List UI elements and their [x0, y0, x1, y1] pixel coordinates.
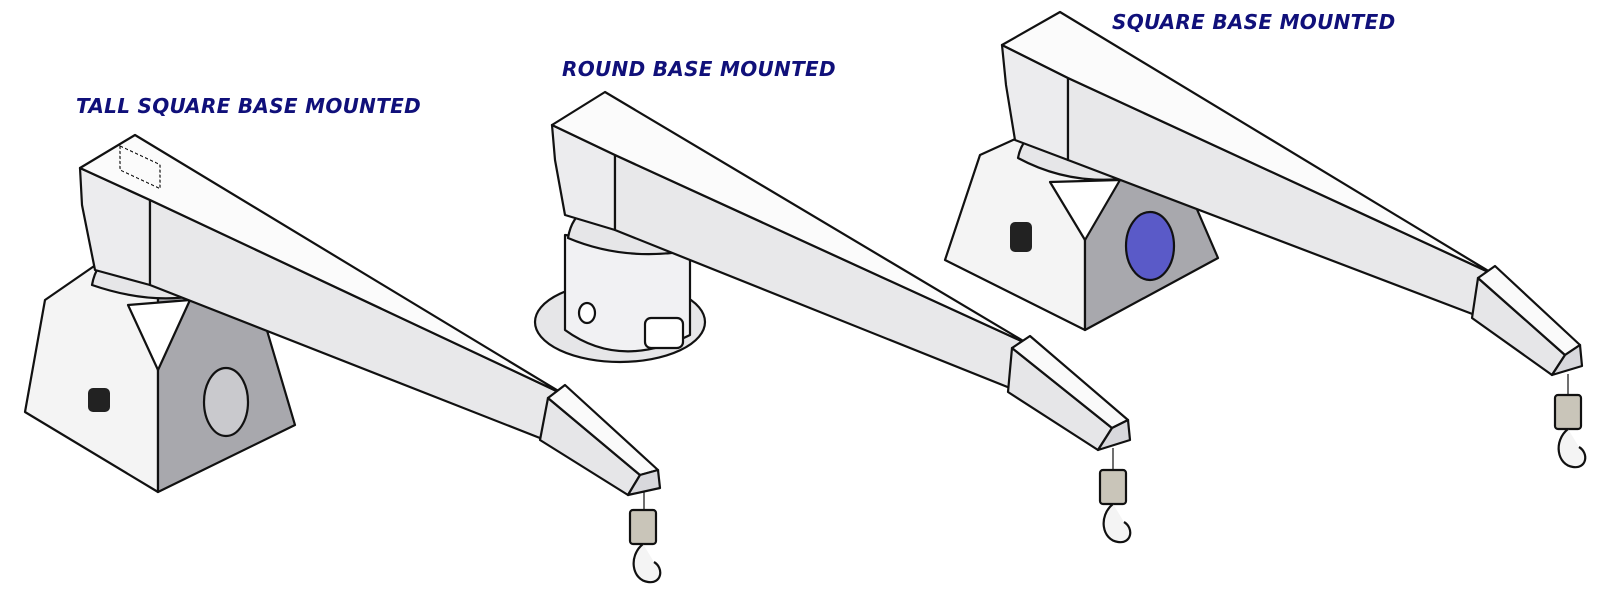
tall-base-hatch	[88, 388, 110, 412]
square-base-top-v	[1048, 178, 1122, 242]
round-hook	[1102, 503, 1132, 544]
square-boom-tip	[1550, 343, 1584, 377]
round-boom-tip	[1096, 418, 1132, 452]
tall-base-port	[202, 366, 250, 438]
square-base-port	[1124, 210, 1176, 282]
tall-base-top-v	[126, 298, 192, 372]
square-base-hatch	[1010, 222, 1032, 252]
round-base-port	[577, 301, 597, 325]
tall-boom-hatch	[119, 145, 161, 190]
round-base-label: ROUND BASE MOUNTED	[562, 57, 836, 81]
square-base-label: SQUARE BASE MOUNTED	[1112, 10, 1396, 34]
round-base-hatch	[643, 316, 685, 350]
tall-hook	[632, 543, 662, 584]
square-hook	[1557, 428, 1587, 469]
tall-square-base-label: TALL SQUARE BASE MOUNTED	[76, 94, 422, 118]
square-hook-block	[1553, 393, 1583, 431]
tall-boom-tip	[626, 468, 662, 497]
